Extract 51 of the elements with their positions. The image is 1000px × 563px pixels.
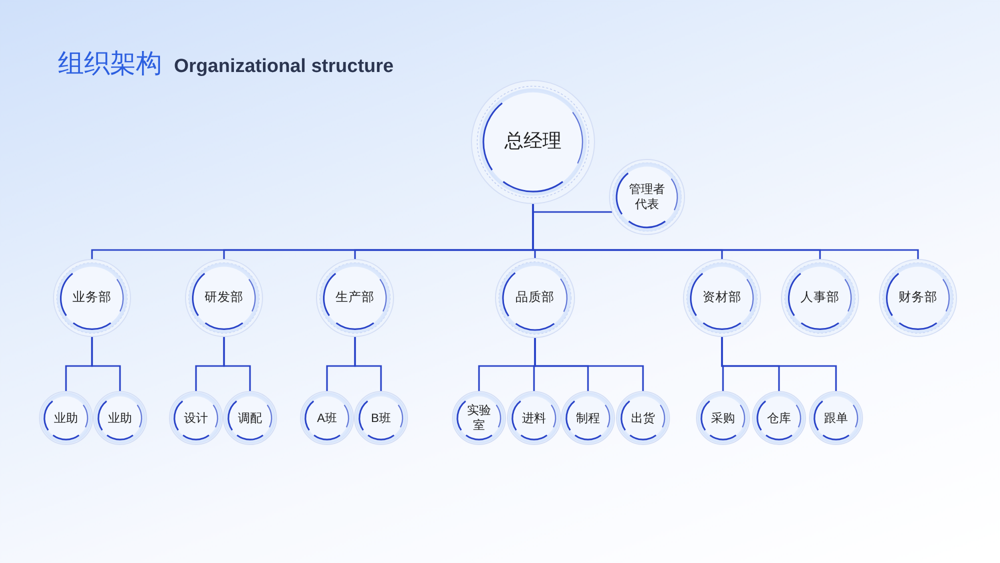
- circle-node: [507, 391, 561, 445]
- connector-line: [223, 337, 251, 391]
- node-label: 生产部: [334, 290, 376, 306]
- node-label: A班: [316, 410, 338, 426]
- node-label: 调配: [237, 410, 263, 426]
- circle-node: [452, 391, 506, 445]
- node-label: 业助: [107, 410, 133, 426]
- connector-line: [354, 337, 382, 391]
- title: 组织架构: [58, 47, 162, 80]
- circle-node: [616, 391, 670, 445]
- circle-node: [683, 259, 761, 337]
- circle-node: [752, 391, 806, 445]
- node-label: 出货: [630, 410, 656, 426]
- circle-node: [495, 258, 575, 338]
- node-label: 资材部: [702, 290, 742, 306]
- node-label: 进料: [521, 410, 547, 426]
- node-label: 业助: [53, 410, 79, 426]
- circle-node: [300, 391, 354, 445]
- node-label: 实验室: [466, 403, 492, 433]
- circle-node: [609, 159, 685, 235]
- circle-node: [223, 391, 277, 445]
- node-label: 总经理: [504, 130, 562, 154]
- circle-node: [561, 391, 615, 445]
- connector-line: [721, 337, 837, 391]
- node-label: 管理者代表: [628, 182, 666, 212]
- subtitle: Organizational structure: [174, 55, 394, 79]
- circle-node: [879, 259, 957, 337]
- connector-line: [534, 338, 644, 391]
- node-label: 采购: [710, 410, 736, 426]
- circle-node: [93, 391, 147, 445]
- node-label: 品质部: [514, 290, 556, 306]
- circle-node: [316, 259, 394, 337]
- node-label: 业务部: [72, 290, 112, 306]
- node-label: 跟单: [823, 410, 849, 426]
- node-label: 制程: [575, 410, 601, 426]
- node-label: 财务部: [898, 290, 938, 306]
- node-label: 研发部: [204, 290, 244, 306]
- circle-node: [471, 80, 595, 204]
- circle-node: [169, 391, 223, 445]
- node-label: 设计: [183, 410, 209, 426]
- circle-node: [185, 259, 263, 337]
- circle-node: [696, 391, 750, 445]
- circle-node: [781, 259, 859, 337]
- circle-node: [53, 259, 131, 337]
- circle-node: [39, 391, 93, 445]
- connector-line: [91, 337, 121, 391]
- circle-node: [354, 391, 408, 445]
- circle-node: [809, 391, 863, 445]
- node-label: B班: [370, 410, 392, 426]
- node-label: 人事部: [800, 290, 840, 306]
- node-label: 仓库: [766, 410, 792, 426]
